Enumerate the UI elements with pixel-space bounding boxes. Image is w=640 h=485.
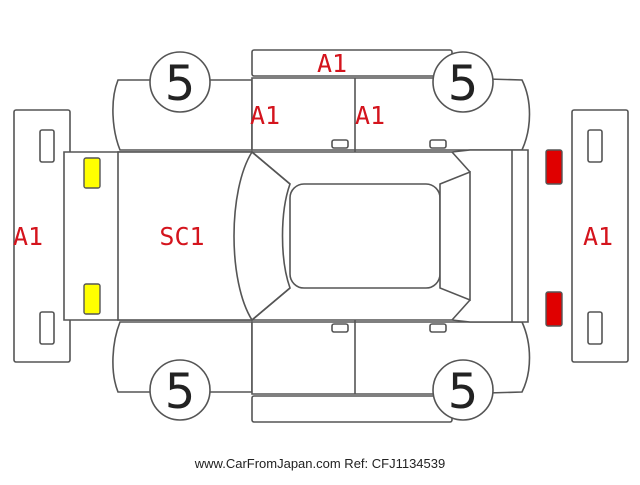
hood-panel [117,151,253,321]
rear-bumper-panel [571,109,629,363]
taillamp-top [545,149,563,185]
headlamp-top [83,157,101,189]
rear-door-damage-code: A1 [355,101,385,130]
tire-front-top: 5 [149,51,211,113]
hood-damage-code: SC1 [159,222,204,251]
headlamp-bottom [83,283,101,315]
tire-rear-top-grade: 5 [448,56,479,112]
tire-rear-top: 5 [432,51,494,113]
taillamp-bottom [545,291,563,327]
tire-rear-bottom: 5 [432,359,494,421]
rear-bumper-damage-code: A1 [583,222,613,251]
roof-damage-code: A1 [317,49,347,78]
top-view-body [63,149,529,323]
rear-window [439,170,471,302]
tire-front-top-grade: 5 [165,56,196,112]
roof-rail-bottom [251,395,453,423]
front-bumper-damage-code: A1 [13,222,43,251]
front-door-damage-code: A1 [250,101,280,130]
roof-rail-top [251,49,453,77]
footer-reference: www.CarFromJapan.com Ref: CFJ1134539 [194,456,446,471]
tire-front-bottom: 5 [149,359,211,421]
tire-rear-bottom-grade: 5 [448,364,479,420]
tire-front-bottom-grade: 5 [165,364,196,420]
roof-panel [289,183,441,289]
